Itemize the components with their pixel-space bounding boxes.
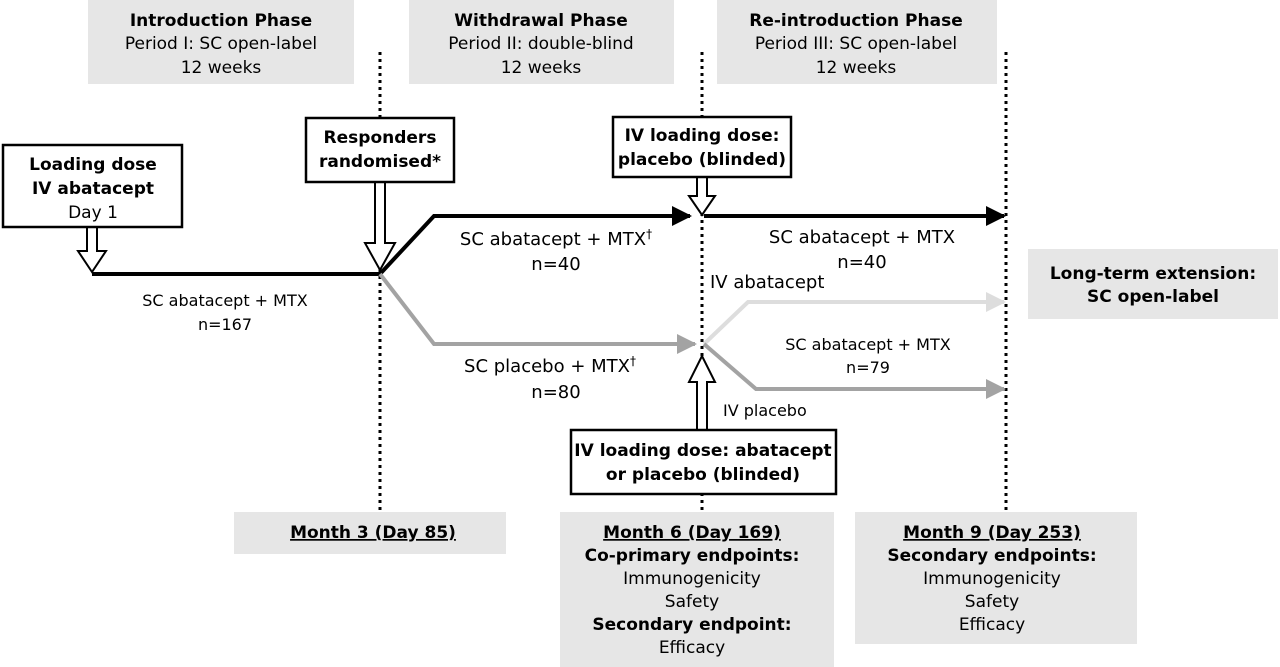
- endpoint-heading: Secondary endpoints:: [887, 546, 1096, 566]
- phase-panel: [409, 0, 674, 84]
- arm-line-withdrawal-placebo: [378, 272, 697, 354]
- arm-count: n=167: [198, 315, 252, 334]
- phase-title: Withdrawal Phase: [454, 11, 627, 31]
- endpoint-item: Immunogenicity: [623, 569, 761, 589]
- phase-duration: 12 weeks: [501, 58, 582, 78]
- phase-reintroduction: Re-introduction Phase Period III: SC ope…: [717, 0, 997, 84]
- arm-label-intro: SC abatacept + MTX n=167: [142, 291, 307, 334]
- arm-count: n=40: [531, 254, 580, 275]
- box-line: or placebo (blinded): [606, 465, 800, 485]
- extension-line: Long-term extension:: [1050, 264, 1256, 284]
- arm-label-withdrawal-abatacept: SC abatacept + MTX† n=40: [460, 227, 652, 275]
- endpoint-item: Safety: [665, 592, 719, 612]
- arm-count: n=80: [531, 382, 580, 403]
- box-frame: [304, 116, 456, 184]
- endpoint-item: Immunogenicity: [923, 569, 1061, 589]
- arm-label-reintro-abatacept: SC abatacept + MTX n=40: [769, 227, 955, 273]
- phase-introduction: Introduction Phase Period I: SC open-lab…: [88, 0, 354, 84]
- loading-dose-pointer-icon: [76, 225, 108, 274]
- phase-panel: [717, 0, 997, 84]
- arm-line-withdrawal-abatacept: [378, 206, 692, 276]
- arm-count: n=40: [837, 252, 886, 273]
- phase-period: Period III: SC open-label: [755, 34, 957, 54]
- milestone-title: Month 9 (Day 253): [903, 523, 1081, 543]
- phase-period: Period I: SC open-label: [125, 34, 317, 54]
- dagger-mark: †: [646, 227, 652, 241]
- endpoint-item: Efficacy: [659, 638, 725, 658]
- milestone-panel: [234, 512, 506, 554]
- box-line: Responders: [324, 128, 437, 148]
- phase-duration: 12 weeks: [816, 58, 897, 78]
- milestone-title: Month 6 (Day 169): [603, 523, 781, 543]
- arm-treatment: SC placebo + MTX†: [464, 354, 636, 377]
- long-term-extension-panel: Long-term extension: SC open-label: [1028, 249, 1278, 319]
- milestone-title: Month 3 (Day 85): [290, 523, 456, 543]
- milestone-panel: [855, 512, 1137, 644]
- arm-label-iv-abatacept: IV abatacept: [710, 272, 824, 293]
- phase-withdrawal: Withdrawal Phase Period II: double-blind…: [409, 0, 674, 84]
- endpoint-heading: Secondary endpoint:: [592, 615, 791, 635]
- phase-panel: [88, 0, 354, 84]
- arm-treatment: SC abatacept + MTX†: [460, 227, 652, 250]
- endpoint-item: Safety: [965, 592, 1019, 612]
- box-line: IV loading dose: abatacept: [574, 441, 831, 461]
- milestone-month9: Month 9 (Day 253) Secondary endpoints: I…: [855, 512, 1137, 644]
- arm-label-iv-placebo: IV placebo: [723, 401, 807, 420]
- loading-dose-box: Loading dose IV abatacept Day 1: [1, 143, 184, 229]
- responders-pointer-icon: [363, 181, 397, 273]
- phase-title: Re-introduction Phase: [749, 11, 962, 31]
- arm-line-iv-abatacept: [702, 292, 1006, 346]
- arm-count: n=79: [846, 358, 890, 377]
- endpoint-heading: Co-primary endpoints:: [585, 546, 800, 566]
- arm-treatment-text: SC placebo + MTX: [464, 356, 630, 377]
- phase-period: Period II: double-blind: [448, 34, 633, 54]
- box-line: IV abatacept: [32, 179, 154, 199]
- box-frame: [569, 428, 838, 496]
- milestone-month6: Month 6 (Day 169) Co-primary endpoints: …: [560, 512, 834, 667]
- arm-label-withdrawal-placebo: SC placebo + MTX† n=80: [464, 354, 636, 403]
- arm-line-iv-placebo: [702, 342, 1006, 399]
- box-line: Day 1: [68, 203, 118, 223]
- phase-title: Introduction Phase: [130, 11, 312, 31]
- iv-abatacept-or-placebo-pointer-icon: [687, 353, 717, 431]
- endpoint-item: Efficacy: [959, 615, 1025, 635]
- box-line: placebo (blinded): [618, 150, 786, 170]
- iv-placebo-blinded-pointer-icon: [687, 175, 717, 217]
- responders-box: Responders randomised*: [304, 116, 456, 184]
- arm-treatment: SC abatacept + MTX: [785, 335, 950, 354]
- dagger-mark: †: [630, 354, 636, 368]
- arm-treatment-text: SC abatacept + MTX: [460, 229, 646, 250]
- arm-treatment: SC abatacept + MTX: [769, 227, 955, 248]
- milestone-panel: [560, 512, 834, 667]
- iv-placebo-blinded-box: IV loading dose: placebo (blinded): [611, 115, 793, 179]
- phase-duration: 12 weeks: [181, 58, 262, 78]
- milestone-month3: Month 3 (Day 85): [234, 512, 506, 554]
- box-line: Loading dose: [29, 155, 157, 175]
- box-frame: [611, 115, 793, 179]
- iv-abatacept-or-placebo-box: IV loading dose: abatacept or placebo (b…: [569, 428, 838, 496]
- box-line: IV loading dose:: [625, 126, 780, 146]
- box-line: randomised*: [319, 152, 441, 172]
- arm-treatment: SC abatacept + MTX: [142, 291, 307, 310]
- extension-line: SC open-label: [1087, 287, 1219, 307]
- arm-label-reintro-placebo-group: SC abatacept + MTX n=79: [785, 335, 950, 377]
- extension-panel-bg: [1028, 249, 1278, 319]
- box-frame: [1, 143, 184, 229]
